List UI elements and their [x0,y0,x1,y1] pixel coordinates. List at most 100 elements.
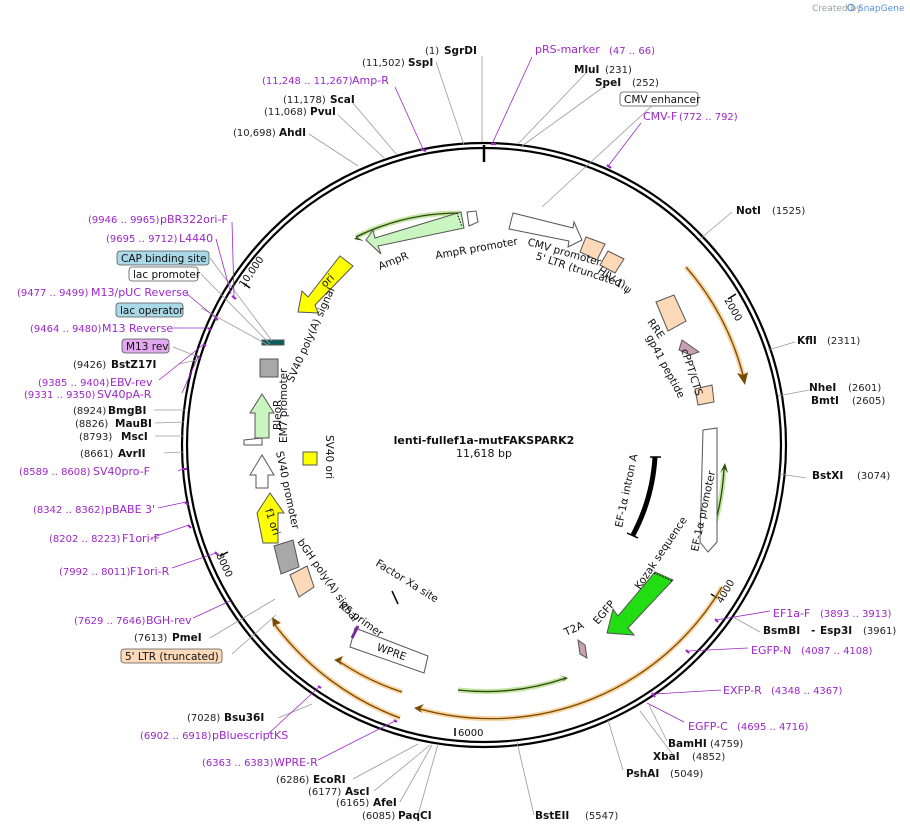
primer-pbluescriptks[interactable]: pBluescriptKS [212,729,288,742]
primer-range-ebv: (9385 .. 9404) [38,378,110,389]
enzyme-pos-mlui: (231) [605,65,632,76]
enzyme-pvui[interactable]: PvuI [310,106,336,118]
enzyme-pos-scai: (11,178) [283,95,326,106]
primer-sv40pro-f[interactable]: SV40pro-F [93,465,150,478]
enzyme-bstz17i[interactable]: BstZ17I [111,359,156,371]
enzyme-bamhi[interactable]: BamHI [668,738,707,750]
primer-mark-sv40pa [196,355,201,359]
lac-operator-box[interactable] [115,302,184,318]
plasmid-name: lenti-fullef1a-mutFAKSPARK2 [394,434,575,447]
enzyme-ecori[interactable]: EcoRI [313,774,346,786]
feature-shapes [243,210,718,674]
enzyme-bsmbi[interactable]: BsmBI [763,625,800,637]
m13-rev-box[interactable] [121,338,170,354]
primer-m13-reverse[interactable]: M13 Reverse [102,322,173,335]
primer-bgh-rev[interactable]: BGH-rev [146,614,192,627]
enzyme-msci[interactable]: MscI [121,431,148,443]
primer-f1ori-r[interactable]: F1ori-R [130,565,170,578]
enzyme-pos-noti: (1525) [772,206,805,217]
primer-prs-marker[interactable]: pRS-marker [535,43,600,56]
lac-promoter-box[interactable] [128,266,199,282]
primer-exfp-r[interactable]: EXFP-R [723,684,762,697]
cap-binding-site-box[interactable] [116,250,210,266]
primer-ebv-rev[interactable]: EBV-rev [110,376,153,389]
ltr-truncated-label: 5' LTR (truncated) [125,651,219,663]
primer-range-pbabe: (8342 .. 8362) [33,505,105,516]
label-sv40-ori: SV40 ori [323,435,335,479]
primer-mark-m13puc [214,317,219,321]
enzyme-sgrdi[interactable]: SgrDI [444,45,477,57]
enzyme-noti[interactable]: NotI [736,205,761,217]
enzyme-bmgbi[interactable]: BmgBI [108,405,146,417]
m13-rev-label: M13 rev [126,341,169,353]
enzyme-xbai[interactable]: XbaI [653,751,680,763]
enzyme-maubi[interactable]: MauBI [115,418,152,430]
ori-arrow [297,255,354,314]
primer-mark-pbks [317,685,322,689]
wpre-box [349,627,429,674]
primer-range-amp-r: (11,248 .. 11,267) [262,76,353,87]
primer-ef1a-f[interactable]: EF1a-F [773,607,810,620]
primer-pbabe-3[interactable]: pBABE 3' [105,503,155,516]
enzyme-kfli[interactable]: KflI [797,335,817,347]
rre-box [655,294,687,332]
leader-lines [154,56,810,816]
enzyme-nhei[interactable]: NheI [809,382,836,394]
enzyme-bstxi[interactable]: BstXI [812,470,843,482]
enzyme-pos-asci: (6177) [308,787,341,798]
primer-pbr322ori-f[interactable]: pBR322ori-F [160,213,228,226]
primer-wpre-r[interactable]: WPRE-R [274,756,318,769]
enzyme-afei[interactable]: AfeI [373,797,397,809]
enzyme-paqci[interactable]: PaqCI [398,810,432,822]
primer-mark-exfpr [651,692,656,698]
plasmid-length: 11,618 bp [456,447,512,460]
primer-cmv-f[interactable]: CMV-F [643,110,677,123]
gray-box-lower [273,539,300,575]
ltr-truncated-box[interactable] [120,648,223,664]
primer-amp-r[interactable]: Amp-R [352,74,389,87]
enzyme-pshai[interactable]: PshAI [626,768,659,780]
label-ampr-promoter: AmpR promoter [434,236,519,262]
primer-range-prs-marker: (47 .. 66) [609,46,655,57]
enzyme-ahdi[interactable]: AhdI [279,127,306,139]
tick-label-2000: 2000 [721,296,743,324]
primer-range-l4440: (9695 .. 9712) [106,234,178,245]
enzyme-mlui[interactable]: MluI [574,64,599,76]
enzyme-pos-maubi: (8826) [75,419,108,430]
enzyme-pos-nhei: (2601) [848,383,881,394]
enzyme-pos-esp3i: (3961) [863,626,896,637]
primer-sv40pa-r[interactable]: SV40pA-R [97,388,152,401]
primer-l4440[interactable]: L4440 [179,232,213,245]
primer-range-f1ori-r: (7992 .. 8011) [59,567,131,578]
label-t2a: T2A [561,619,586,639]
cmv-enhancer-box[interactable] [619,91,699,107]
enzyme-bmti[interactable]: BmtI [811,395,839,407]
bleor-arrow [249,393,275,439]
enzyme-pmei[interactable]: PmeI [172,632,202,644]
snapgene-logo-icon [847,3,855,12]
enzyme-esp3i[interactable]: Esp3I [820,625,852,637]
enzyme-bsu36i[interactable]: Bsu36I [224,712,264,724]
enzyme-pos-ahdi: (10,698) [233,128,276,139]
enzyme-sspi[interactable]: SspI [408,57,433,69]
enzyme-scai[interactable]: ScaI [330,94,355,106]
enzyme-asci[interactable]: AscI [345,786,370,798]
primer-f1ori-f[interactable]: F1ori-F [122,532,160,545]
enzyme-pos-kfli: (2311) [827,336,860,347]
enzyme-pos-pshai: (5049) [670,769,703,780]
primer-m13-puc-reverse[interactable]: M13/pUC Reverse [91,286,189,299]
cppt-box [694,384,715,406]
primer-egfp-c[interactable]: EGFP-C [688,720,728,733]
label-em7: EM7 promoter [278,368,290,443]
enzyme-bsteii[interactable]: BstEII [535,810,569,822]
primer-mark-f1orir [214,551,219,556]
primer-egfp-n[interactable]: EGFP-N [751,644,791,657]
enzyme-spei[interactable]: SpeI [595,77,621,89]
enzyme-avrii[interactable]: AvrII [118,448,146,460]
enzyme-pos-bamhi: (4759) [710,739,743,750]
enzyme-pos-spei: (252) [632,78,659,89]
ampr-promoter-arrow [466,210,479,227]
ef1a-intron-arc [630,456,658,537]
lac-operator-label: lac operator [120,305,184,317]
